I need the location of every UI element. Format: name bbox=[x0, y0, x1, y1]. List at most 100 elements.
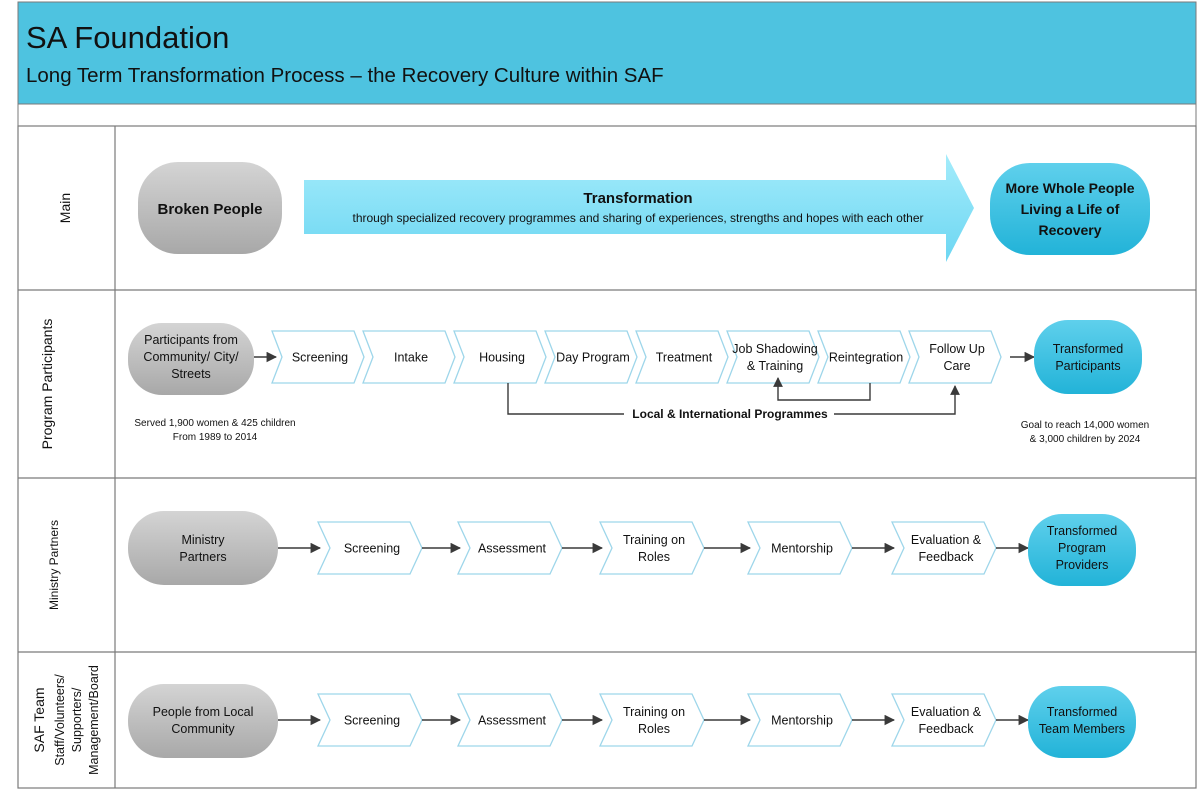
step-participants-treatment bbox=[635, 330, 729, 384]
node-broken-people-label: Broken People bbox=[157, 201, 262, 218]
node-staff-start-line-2: Community bbox=[171, 722, 235, 736]
step-participants-follow-up-care-label: Care bbox=[943, 359, 970, 373]
step-ministry-evaluation-feedback-label: Feedback bbox=[919, 550, 975, 564]
step-ministry-assessment-label: Assessment bbox=[478, 542, 547, 556]
main-lane: Broken People Transformation through spe… bbox=[138, 154, 1150, 262]
step-staff-screening bbox=[316, 693, 423, 747]
step-ministry-training-on-roles bbox=[598, 521, 705, 575]
step-participants-day-program bbox=[544, 330, 638, 384]
step-staff-mentorship bbox=[746, 693, 853, 747]
loop-label: Local & International Programmes bbox=[632, 407, 828, 421]
step-participants-screening bbox=[271, 330, 365, 384]
step-participants-follow-up-care-label: Follow Up bbox=[929, 342, 985, 356]
transformation-arrow bbox=[304, 154, 974, 262]
step-participants-follow-up-care bbox=[908, 330, 1002, 384]
step-participants-screening-label: Screening bbox=[292, 351, 348, 365]
step-participants-reintegration-label: Reintegration bbox=[829, 351, 903, 365]
step-participants-intake-label: Intake bbox=[394, 351, 428, 365]
step-ministry-mentorship-label: Mentorship bbox=[771, 542, 833, 556]
header-spacer bbox=[17, 103, 1197, 127]
node-transformed-providers-line-1: Transformed bbox=[1047, 524, 1117, 538]
step-ministry-evaluation-feedback-label: Evaluation & bbox=[911, 533, 982, 547]
lane-label-staff-line-2: Staff/Volunteers/ bbox=[53, 674, 67, 766]
note-served-line-2: From 1989 to 2014 bbox=[173, 432, 258, 443]
header-banner bbox=[17, 1, 1197, 105]
node-participants-start-line-2: Community/ City/ bbox=[143, 350, 239, 364]
node-participants-start-line-3: Streets bbox=[171, 367, 211, 381]
step-staff-training-on-roles bbox=[598, 693, 705, 747]
note-goal-line-1: Goal to reach 14,000 women bbox=[1021, 420, 1149, 431]
step-participants-day-program-label: Day Program bbox=[556, 351, 630, 365]
node-transformed-providers-line-3: Providers bbox=[1056, 558, 1109, 572]
node-ministry-start-line-1: Ministry bbox=[181, 533, 225, 547]
step-ministry-evaluation-feedback bbox=[890, 521, 997, 575]
step-staff-evaluation-feedback-label: Feedback bbox=[919, 722, 975, 736]
node-transformed-providers-line-2: Program bbox=[1058, 541, 1106, 555]
step-staff-evaluation-feedback-label: Evaluation & bbox=[911, 705, 982, 719]
lane-label-staff: SAF Team Staff/Volunteers/ Supporters/ M… bbox=[31, 665, 101, 775]
transformation-title: Transformation bbox=[583, 190, 692, 207]
step-ministry-training-on-roles-label: Training on bbox=[623, 533, 685, 547]
step-participants-housing-label: Housing bbox=[479, 351, 525, 365]
loop-line-inner bbox=[773, 377, 871, 401]
step-ministry-training-on-roles-label: Roles bbox=[638, 550, 670, 564]
participants-lane: Participants from Community/ City/ Stree… bbox=[128, 320, 1149, 445]
lane-label-staff-line-4: Management/Board bbox=[87, 665, 101, 775]
loop-line-right bbox=[834, 385, 960, 415]
transformation-description: through specialized recovery programmes … bbox=[353, 211, 924, 225]
loop-line-left bbox=[507, 383, 624, 415]
page-title: SA Foundation bbox=[26, 20, 229, 55]
ministry-step-chain: Screening Assessment Training on Roles Mento… bbox=[278, 521, 1030, 575]
note-goal-line-2: & 3,000 children by 2024 bbox=[1030, 434, 1141, 445]
node-ministry-start bbox=[128, 511, 278, 585]
step-staff-training-on-roles-label: Roles bbox=[638, 722, 670, 736]
node-more-whole-people bbox=[990, 163, 1150, 255]
node-participants-start-line-1: Participants from bbox=[144, 333, 238, 347]
lane-labels: Main Program Participants Ministry Partn… bbox=[31, 193, 101, 775]
lane-label-staff-line-3: Supporters/ bbox=[70, 687, 84, 752]
node-transformed-participants-line-2: Participants bbox=[1055, 359, 1120, 373]
step-staff-evaluation-feedback bbox=[890, 693, 997, 747]
program-loop bbox=[507, 377, 960, 415]
step-staff-assessment bbox=[456, 693, 563, 747]
lane-label-ministry: Ministry Partners bbox=[47, 520, 61, 610]
node-broken-people bbox=[138, 162, 282, 254]
lane-label-main: Main bbox=[57, 193, 73, 223]
node-more-whole-people-line-3: Recovery bbox=[1038, 222, 1101, 238]
step-participants-intake bbox=[362, 330, 456, 384]
node-ministry-start-line-2: Partners bbox=[179, 550, 226, 564]
step-participants-reintegration bbox=[817, 330, 911, 384]
node-transformed-participants-line-1: Transformed bbox=[1053, 342, 1123, 356]
step-participants-treatment-label: Treatment bbox=[656, 351, 713, 365]
participants-step-chain: Screening Intake Housing Day Program Treatme… bbox=[271, 330, 1002, 384]
staff-step-chain: Screening Assessment Training on Roles Mento… bbox=[278, 693, 1030, 747]
step-staff-screening-label: Screening bbox=[344, 714, 400, 728]
node-transformed-team bbox=[1028, 686, 1136, 758]
staff-lane: People from Local Community Screening Ass… bbox=[128, 684, 1136, 758]
node-staff-start-line-1: People from Local bbox=[153, 705, 254, 719]
lane-frames bbox=[17, 125, 1197, 789]
node-more-whole-people-line-1: More Whole People bbox=[1005, 180, 1134, 196]
node-transformed-providers bbox=[1028, 514, 1136, 586]
node-participants-start bbox=[128, 323, 254, 395]
page-subtitle: Long Term Transformation Process – the R… bbox=[26, 64, 664, 87]
step-staff-assessment-label: Assessment bbox=[478, 714, 547, 728]
note-served-line-1: Served 1,900 women & 425 children bbox=[134, 418, 295, 429]
step-participants-job-shadowing-training-label: & Training bbox=[747, 359, 803, 373]
step-ministry-screening-label: Screening bbox=[344, 542, 400, 556]
node-transformed-participants bbox=[1034, 320, 1142, 394]
step-ministry-mentorship bbox=[746, 521, 853, 575]
node-more-whole-people-line-2: Living a Life of bbox=[1021, 201, 1120, 217]
lane-label-participants: Program Participants bbox=[39, 319, 55, 450]
node-transformed-team-line-2: Team Members bbox=[1039, 722, 1125, 736]
step-staff-mentorship-label: Mentorship bbox=[771, 714, 833, 728]
node-transformed-team-line-1: Transformed bbox=[1047, 705, 1117, 719]
step-participants-housing bbox=[453, 330, 547, 384]
step-ministry-assessment bbox=[456, 521, 563, 575]
step-staff-training-on-roles-label: Training on bbox=[623, 705, 685, 719]
step-participants-job-shadowing-training bbox=[726, 330, 820, 384]
node-staff-start bbox=[128, 684, 278, 758]
step-participants-job-shadowing-training-label: Job Shadowing bbox=[732, 342, 818, 356]
ministry-lane: Ministry Partners Screening Assessment Tra… bbox=[128, 511, 1136, 586]
